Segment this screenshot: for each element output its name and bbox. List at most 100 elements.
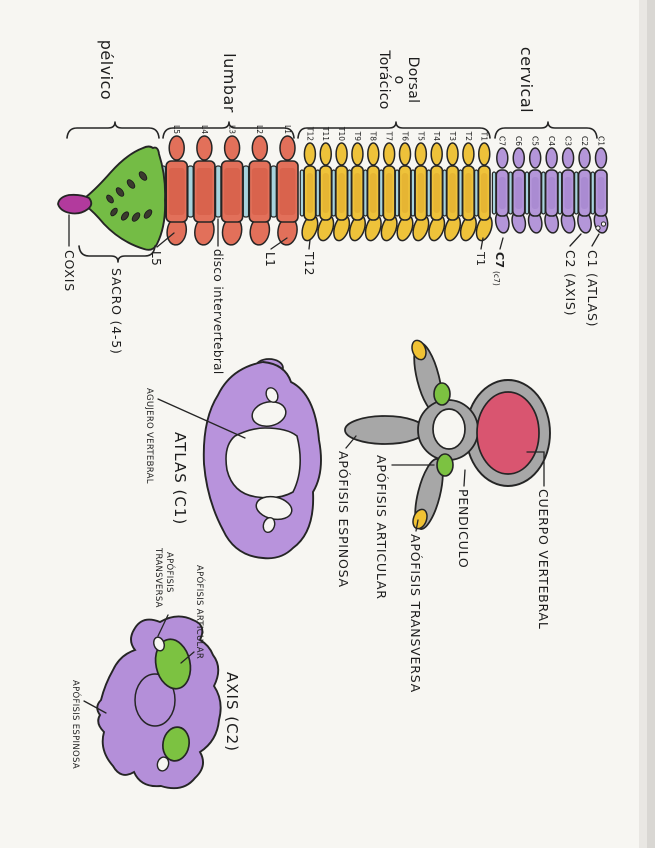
intervertebral-disc <box>394 169 400 217</box>
leader-t1 <box>480 237 484 250</box>
atlas-transverse-foramen-right <box>262 516 276 534</box>
axis-articular-facet-left <box>154 638 192 690</box>
spinous-knob <box>561 147 575 169</box>
spinous-knob <box>196 135 213 161</box>
vertebral-body <box>193 160 216 223</box>
pointer-t1: T1 <box>474 251 487 266</box>
intervertebral-disc <box>508 171 513 215</box>
pointer-t12: T12 <box>302 251 316 276</box>
coccyx-shape <box>57 193 93 215</box>
spinous-knob <box>335 142 348 166</box>
label-axis-espinosa: APÓFISIS ESPINOSA <box>70 680 82 769</box>
leader-t12 <box>308 239 311 250</box>
intervertebral-disc <box>299 169 305 217</box>
bracket-cervical <box>494 121 598 139</box>
atlas-drawing <box>202 358 322 560</box>
vertebra-label-c1: C1 <box>596 136 605 146</box>
left-pedicle-facet <box>433 382 451 406</box>
spinous-knob <box>594 147 608 169</box>
label-cervical-section: cervical <box>517 47 536 113</box>
body-shading <box>306 173 314 213</box>
leader-cuerpo <box>526 451 545 487</box>
intervertebral-disc <box>426 169 432 217</box>
label-toracico: Torácico <box>376 49 392 109</box>
vertebra-label-c4: C4 <box>547 136 556 146</box>
leader-l1 <box>270 237 288 250</box>
vertebra-label-l2: L2 <box>255 125 264 134</box>
body-shading <box>564 177 572 209</box>
vertebra-label-c7: C7 <box>498 136 507 146</box>
c1-foramen-dot <box>595 225 601 231</box>
body-shading <box>417 173 425 213</box>
atlas-transverse-foramen-left <box>265 387 279 403</box>
vertebra-label-t3: T3 <box>448 131 457 142</box>
body-shading <box>515 177 523 209</box>
intervertebral-disc <box>215 165 222 218</box>
spinous-knob <box>251 135 269 161</box>
spinal-column: C1C2C3C4C5C6C7T1T2T3T4T5T6T7T8T9T10T11T1… <box>159 125 609 246</box>
bracket-thoracic <box>297 121 491 139</box>
cuerpo-vertebral-shape <box>476 391 540 475</box>
body-shading <box>279 168 296 215</box>
label-axis-apofisis: APÓFISIS <box>164 552 176 593</box>
label-lumbar-section: lumbar <box>220 53 239 113</box>
spinous-knob <box>319 142 332 166</box>
intervertebral-disc <box>524 171 530 215</box>
vertebra-t1: T1 <box>474 131 493 242</box>
axis-dens-detail <box>134 673 176 727</box>
pointer-c1-atlas: C1 (ATLAS) <box>585 250 600 327</box>
leader-axis-espinosa <box>83 700 107 714</box>
intervertebral-disc <box>491 171 497 215</box>
pointer-coxis: COXIS <box>62 250 77 292</box>
vertebra-label-t6: T6 <box>400 131 409 142</box>
leader-espinosa <box>345 435 357 449</box>
vertebral-foramen <box>432 408 466 450</box>
pointer-sacro: SACRO (4-5) <box>109 268 124 355</box>
label-dorsal: Dorsal <box>405 57 421 104</box>
label-cuerpo-vertebral: CUERPO VERTEBRAL <box>536 489 551 630</box>
vertebra-label-t9: T9 <box>353 131 362 142</box>
spinous-knob <box>446 142 459 166</box>
leader-agujero <box>157 398 246 439</box>
label-apofisis-articular: APÓFISIS ARTICULAR <box>374 455 389 600</box>
pointer-l5: L5 <box>149 251 163 266</box>
spinous-knob <box>462 142 475 166</box>
vertebra-label-t8: T8 <box>369 131 378 142</box>
vertebra-label-t7: T7 <box>385 131 394 142</box>
label-pelvico-section: pélvico <box>97 40 116 100</box>
body-shading <box>581 177 589 209</box>
spinous-knob <box>279 135 296 161</box>
right-pedicle-facet <box>436 453 454 477</box>
leader-transversa <box>415 519 419 532</box>
pointer-c2-axis: C2 (AXIS) <box>563 250 578 316</box>
intervertebral-disc <box>541 171 546 215</box>
vertebra-label-c6: C6 <box>514 136 523 146</box>
spinous-knob <box>496 147 509 169</box>
vertebra-cross-section <box>344 339 551 530</box>
body-shading <box>338 173 345 213</box>
leader-c2-axis <box>569 233 582 247</box>
intervertebral-disc <box>378 169 384 217</box>
intervertebral-disc <box>331 169 336 217</box>
atlas-foramen-central <box>225 427 301 499</box>
intervertebral-disc <box>574 171 579 215</box>
vertebra-label-l3: L3 <box>228 125 237 134</box>
spinous-knob <box>398 142 412 166</box>
spinous-knob <box>367 142 380 166</box>
leader-axis-articular <box>180 651 195 664</box>
vertebral-body <box>165 160 189 223</box>
label-apofisis-transversa: APÓFISIS TRANSVERSA <box>408 534 423 693</box>
vertebra-label-l4: L4 <box>200 125 209 134</box>
page-edge-shadow <box>647 0 655 848</box>
label-pediculo: PENDICULO <box>456 489 471 569</box>
body-shading <box>354 173 361 213</box>
vertebra-c1: C1 <box>590 136 609 234</box>
body-shading <box>385 173 393 213</box>
left-transverse-tip <box>411 339 427 361</box>
body-shading <box>531 177 539 209</box>
pointer-disco-intervertebral: disco intervertebral <box>211 249 225 375</box>
vertebra-label-t10: T10 <box>337 126 346 141</box>
body-shading <box>370 173 377 213</box>
